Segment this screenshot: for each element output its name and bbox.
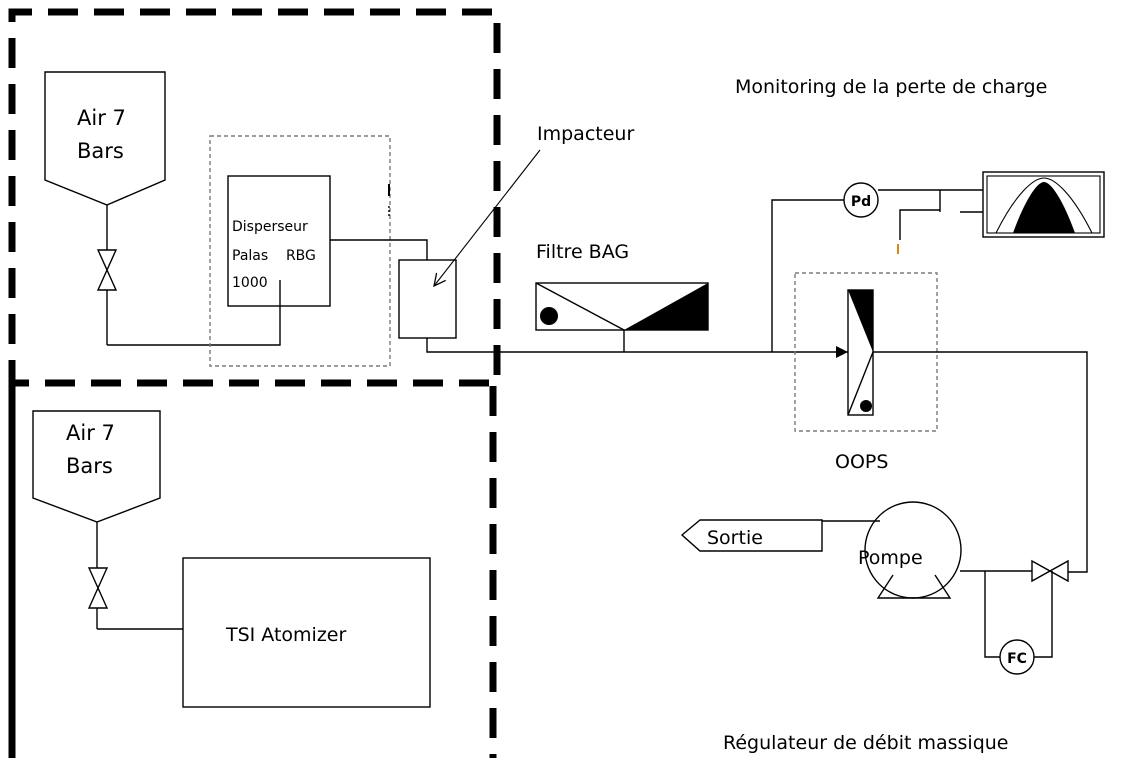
sortie-label: Sortie bbox=[707, 527, 763, 549]
monitoring-label: Monitoring de la perte de charge bbox=[735, 76, 1047, 98]
regulateur-label: Régulateur de débit massique bbox=[723, 732, 1008, 754]
valve-icon bbox=[87, 567, 109, 609]
fc-controller bbox=[999, 639, 1035, 675]
oops-outlet-pipe bbox=[873, 351, 1088, 573]
bottom-dashed-enclosure bbox=[8, 383, 497, 758]
disperseur-label-line2: Palas RBG bbox=[232, 248, 316, 264]
disperseur-label-line3: 1000 bbox=[232, 275, 268, 291]
air-tank-top bbox=[44, 71, 281, 346]
fc-bypass-right bbox=[1034, 571, 1053, 658]
pd-upstream-pipe bbox=[771, 199, 844, 352]
pd-label: Pd bbox=[851, 194, 871, 210]
main-pipe bbox=[426, 338, 772, 353]
disperseur-unit bbox=[227, 175, 331, 307]
valve-icon bbox=[96, 249, 118, 291]
top-dashed-enclosure bbox=[8, 8, 501, 758]
tsi-label: TSI Atomizer bbox=[225, 624, 346, 646]
air-tank-bottom-label-line1: Air 7 bbox=[66, 421, 115, 445]
impacteur-pointer bbox=[434, 149, 541, 286]
pd-downstream-pipe bbox=[899, 209, 940, 240]
pompe bbox=[864, 501, 962, 599]
disperseur-dashed-box bbox=[209, 135, 391, 367]
impacteur-unit bbox=[398, 259, 457, 339]
pump-valve-icon bbox=[1031, 559, 1069, 583]
sortie-outlet bbox=[680, 519, 823, 552]
tsi-atomizer-unit bbox=[182, 557, 431, 708]
fc-bypass-left bbox=[984, 571, 1000, 658]
disperseur-outlet-pipe bbox=[330, 239, 428, 260]
air-tank-top-label-line1: Air 7 bbox=[77, 106, 126, 130]
impacteur-label: Impacteur bbox=[537, 123, 634, 145]
air-tank-bottom-label-line2: Bars bbox=[66, 454, 113, 478]
disperseur-label-line1: Disperseur bbox=[232, 219, 308, 235]
monitoring-display bbox=[982, 171, 1105, 238]
oops-label: OOPS bbox=[835, 451, 888, 473]
filtre-label: Filtre BAG bbox=[536, 241, 629, 263]
fc-label: FC bbox=[1007, 651, 1027, 667]
oops-unit bbox=[847, 289, 874, 416]
filtre-bag bbox=[535, 282, 709, 352]
air-tank-bottom bbox=[32, 410, 183, 630]
air-tank-top-label-line2: Bars bbox=[77, 139, 124, 163]
pompe-label: Pompe bbox=[858, 547, 923, 569]
